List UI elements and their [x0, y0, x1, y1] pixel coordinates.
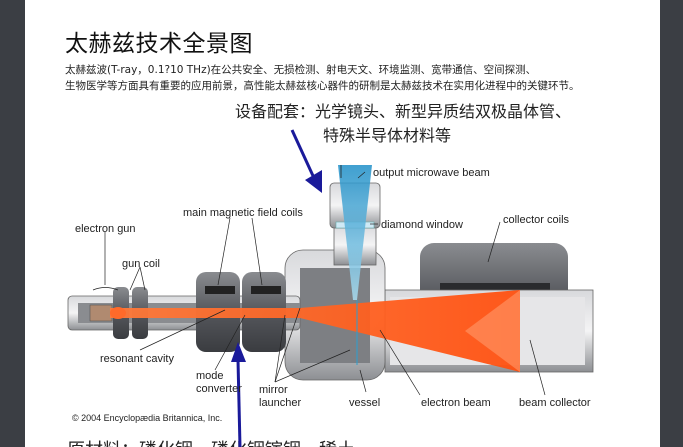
label-vessel: vessel	[349, 397, 380, 409]
copyright: © 2004 Encyclopædia Britannica, Inc.	[72, 413, 222, 423]
description-line-1: 太赫兹波(T-ray，0.1?10 THz)在公共安全、无损检测、射电天文、环境…	[65, 64, 537, 76]
label-main-magnetic-field-coils: main magnetic field coils	[183, 207, 303, 219]
description: 太赫兹波(T-ray，0.1?10 THz)在公共安全、无损检测、射电天文、环境…	[65, 62, 580, 94]
electron-beam	[110, 290, 520, 372]
label-output-microwave-beam: output microwave beam	[373, 167, 490, 179]
label-electron-beam: electron beam	[421, 397, 491, 409]
callout-line-2: 特殊半导体材料等	[323, 126, 452, 145]
page-title: 太赫兹技术全景图	[65, 31, 253, 57]
label-electron-gun: electron gun	[75, 223, 136, 235]
label-beam-collector: beam collector	[519, 397, 591, 409]
leader-lines	[92, 171, 546, 396]
equipment-callout: 设备配套：光学镜头、新型异质结双极晶体管、 特殊半导体材料等	[235, 100, 571, 148]
label-collector-coils: collector coils	[503, 214, 570, 226]
label-diamond-window: diamond window	[381, 219, 463, 231]
label-launcher: launcher	[259, 397, 302, 409]
electron-gun	[89, 304, 113, 322]
callout-line-1: 设备配套：光学镜头、新型异质结双极晶体管、	[235, 102, 572, 121]
label-mode: mode	[196, 370, 224, 382]
label-mirror: mirror	[259, 384, 288, 396]
label-gun-coil: gun coil	[122, 258, 160, 270]
description-line-2: 生物医学等方面具有重要的应用前景，高性能太赫兹核心器件的研制是太赫兹技术在实用化…	[65, 80, 580, 92]
output-microwave-beam	[338, 165, 372, 300]
label-converter: converter	[196, 383, 242, 395]
arrow-icon	[231, 129, 322, 447]
raw-materials-text: 原材料：磷化铟、磷化铟镓铟、稀土	[67, 436, 355, 447]
label-resonant-cavity: resonant cavity	[100, 353, 174, 365]
